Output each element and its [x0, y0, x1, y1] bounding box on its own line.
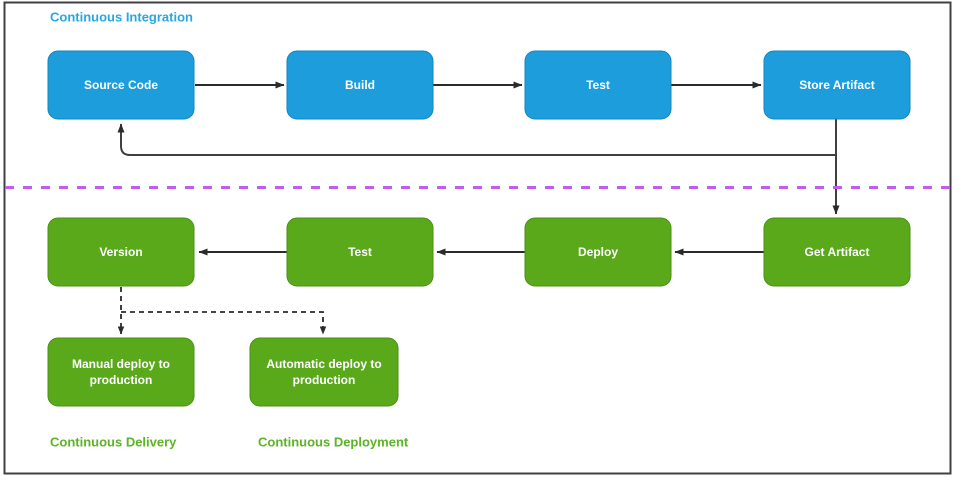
node-build[interactable]: Build [286, 50, 434, 120]
node-automatic-deploy-label-line2: production [293, 373, 356, 387]
node-manual-deploy-box[interactable] [47, 337, 195, 407]
node-store-artifact-box[interactable] [763, 50, 911, 120]
node-test-cd-label: Test [348, 245, 372, 259]
node-version[interactable]: Version [47, 217, 195, 287]
node-version-label: Version [99, 245, 142, 259]
node-build-label: Build [345, 78, 375, 92]
node-store-artifact[interactable]: Store Artifact [763, 50, 911, 120]
arrow-version-to-automatic-deploy [121, 311, 327, 335]
node-source-code[interactable]: Source Code [47, 50, 195, 120]
node-test-ci[interactable]: Test [524, 50, 672, 120]
node-get-artifact-box[interactable] [763, 217, 911, 287]
node-manual-deploy[interactable]: Manual deploy to production [47, 337, 195, 407]
section-title-continuous-deployment: Continuous Deployment [258, 434, 409, 449]
node-store-artifact-label: Store Artifact [799, 78, 875, 92]
section-title-continuous-integration: Continuous Integration [50, 9, 193, 24]
node-source-code-label: Source Code [84, 78, 158, 92]
node-deploy-label: Deploy [578, 245, 618, 259]
node-test-cd-box[interactable] [286, 217, 434, 287]
section-title-continuous-delivery: Continuous Delivery [50, 434, 177, 449]
node-version-box[interactable] [47, 217, 195, 287]
node-build-box[interactable] [286, 50, 434, 120]
node-get-artifact-label: Get Artifact [805, 245, 870, 259]
arrow-feedback-loop-to-source-code [117, 119, 837, 156]
node-deploy-box[interactable] [524, 217, 672, 287]
node-manual-deploy-label-line2: production [90, 373, 153, 387]
node-source-code-box[interactable] [47, 50, 195, 120]
node-manual-deploy-label-line1: Manual deploy to [72, 357, 170, 371]
node-automatic-deploy-label-line1: Automatic deploy to [266, 357, 381, 371]
node-test-ci-box[interactable] [524, 50, 672, 120]
node-automatic-deploy-box[interactable] [249, 337, 399, 407]
node-test-cd[interactable]: Test [286, 217, 434, 287]
node-test-ci-label: Test [586, 78, 610, 92]
node-automatic-deploy[interactable]: Automatic deploy to production [249, 337, 399, 407]
node-get-artifact[interactable]: Get Artifact [763, 217, 911, 287]
node-deploy[interactable]: Deploy [524, 217, 672, 287]
